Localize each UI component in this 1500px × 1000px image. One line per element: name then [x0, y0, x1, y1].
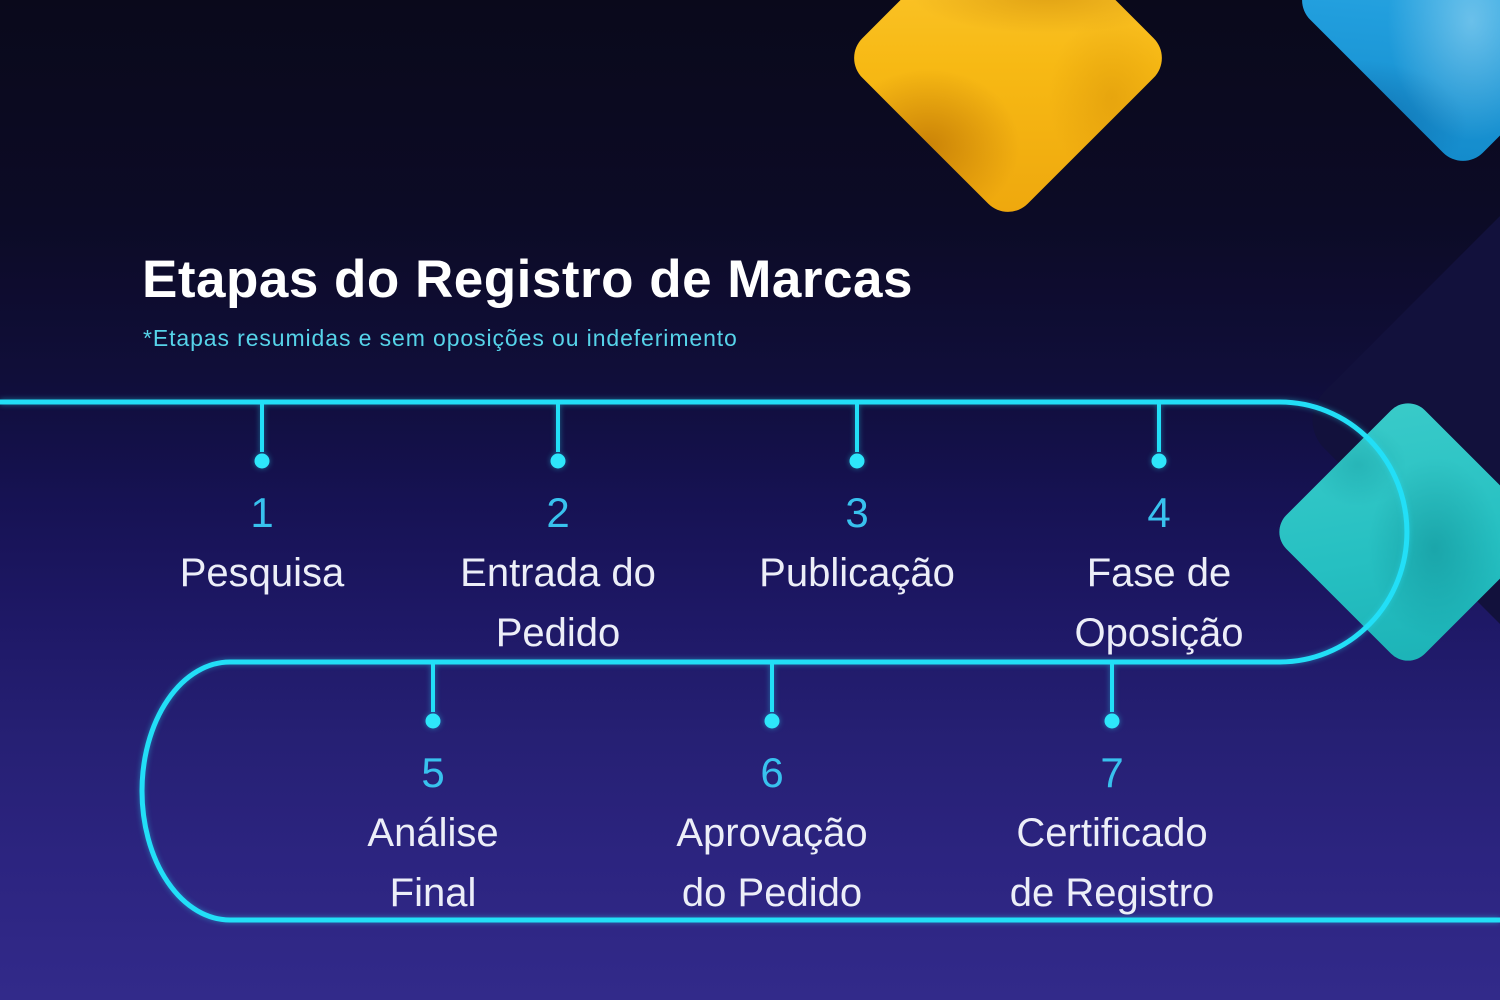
step-number: 2: [546, 489, 570, 536]
step-label: Publicação: [759, 551, 955, 595]
step-number: 6: [760, 749, 784, 796]
step-label: Aprovação: [676, 811, 868, 855]
step-6-aprovacao-do-pedido: 6 Aprovação do Pedido: [602, 747, 942, 923]
step-label: Análise: [367, 811, 499, 855]
step-7-marker: [1104, 713, 1120, 729]
step-number: 1: [250, 489, 274, 536]
step-7-certificado-de-registro: 7 Certificado de Registro: [942, 747, 1282, 923]
step-1-pesquisa: 1 Pesquisa: [92, 487, 432, 603]
step-3-marker: [849, 453, 865, 469]
step-label-line2: Final: [389, 871, 477, 915]
step-number: 3: [845, 489, 869, 536]
step-label-line2: Pedido: [495, 611, 621, 655]
step-label-line2: Oposição: [1074, 611, 1244, 655]
step-5-marker: [425, 713, 441, 729]
step-5-analise-final: 5 Análise Final: [263, 747, 603, 923]
step-label: Certificado: [1016, 811, 1208, 855]
step-label-line2: do Pedido: [681, 871, 863, 915]
timeline-path: [0, 399, 1500, 923]
step-number: 5: [421, 749, 445, 796]
step-label: Entrada do: [460, 551, 656, 595]
step-6-marker: [764, 713, 780, 729]
step-4-fase-de-oposicao: 4 Fase de Oposição: [989, 487, 1329, 663]
step-2-marker: [550, 453, 566, 469]
step-label: Pesquisa: [179, 551, 345, 595]
page-subtitle: *Etapas resumidas e sem oposições ou ind…: [143, 325, 738, 351]
step-4-marker: [1151, 453, 1167, 469]
step-label-line2: de Registro: [1009, 871, 1215, 915]
step-number: 4: [1147, 489, 1171, 536]
page-title: Etapas do Registro de Marcas: [142, 250, 913, 309]
step-1-marker: [254, 453, 270, 469]
step-label: Fase de: [1086, 551, 1232, 595]
step-2-entrada-do-pedido: 2 Entrada do Pedido: [388, 487, 728, 663]
step-number: 7: [1100, 749, 1124, 796]
step-3-publicacao: 3 Publicação: [687, 487, 1027, 603]
